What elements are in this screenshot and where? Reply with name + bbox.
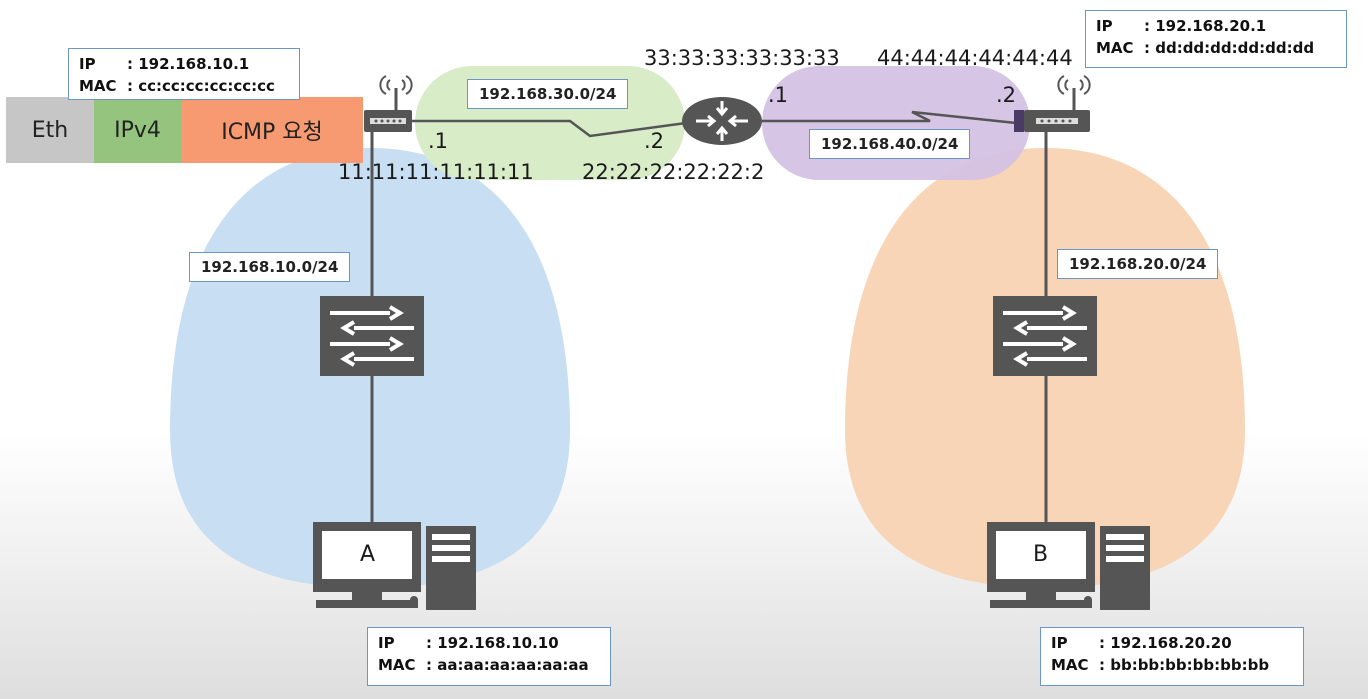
wifi-router-icon bbox=[364, 75, 413, 132]
network-label-20: 192.168.20.0/24 bbox=[1057, 249, 1219, 279]
core-router-icon bbox=[682, 97, 762, 145]
r3-mac: 44:44:44:44:44:44 bbox=[877, 46, 1073, 70]
mac-label: MAC bbox=[1096, 39, 1134, 57]
ip-label: IP bbox=[79, 55, 96, 73]
r1-mac: 11:11:11:11:11:11 bbox=[338, 160, 534, 184]
switch-icon bbox=[320, 296, 424, 376]
mac-value: : dd:dd:dd:dd:dd:dd bbox=[1144, 39, 1315, 57]
mac-label: MAC bbox=[79, 77, 117, 95]
mac-value: : cc:cc:cc:cc:cc:cc bbox=[127, 77, 275, 95]
network-label-10: 192.168.10.0/24 bbox=[189, 252, 351, 282]
host-a-label: A bbox=[360, 542, 376, 567]
link-serial-30 bbox=[412, 119, 687, 138]
mac-label: MAC bbox=[1051, 656, 1089, 674]
switch-icon bbox=[993, 296, 1097, 376]
r2-left-suffix: .2 bbox=[644, 129, 665, 153]
mac-label: MAC bbox=[378, 656, 416, 674]
r2-right-suffix: .1 bbox=[768, 83, 789, 107]
packet-ipv4-header: IPv4 bbox=[94, 97, 181, 163]
link-serial-40 bbox=[760, 110, 1017, 125]
router-left-info: IP : 192.168.10.1 MAC : cc:cc:cc:cc:cc:cc bbox=[68, 48, 300, 100]
ip-value: : 192.168.10.10 bbox=[426, 634, 559, 652]
r1-if-suffix: .1 bbox=[428, 129, 449, 153]
network-label-40: 192.168.40.0/24 bbox=[809, 129, 971, 159]
ip-label: IP bbox=[1096, 17, 1113, 35]
packet-eth-header: Eth bbox=[6, 97, 94, 163]
packet-headers: Eth IPv4 ICMP 요청 bbox=[6, 97, 363, 163]
router-right-info: IP : 192.168.20.1 MAC : dd:dd:dd:dd:dd:dd bbox=[1085, 10, 1347, 68]
ip-value: : 192.168.20.1 bbox=[1144, 17, 1267, 35]
tower-icon bbox=[1084, 526, 1150, 610]
computer-icon bbox=[313, 522, 421, 608]
mac-value: : aa:aa:aa:aa:aa:aa bbox=[426, 656, 589, 674]
r2-right-mac: 33:33:33:33:33:33 bbox=[644, 46, 840, 70]
ip-value: : 192.168.10.1 bbox=[127, 55, 250, 73]
r2-left-mac: 22:22:22:22:22:2 bbox=[582, 160, 765, 184]
mac-value: : bb:bb:bb:bb:bb:bb bbox=[1099, 656, 1270, 674]
packet-icmp-payload: ICMP 요청 bbox=[181, 97, 363, 163]
ip-label: IP bbox=[378, 634, 395, 652]
computer-icon bbox=[987, 522, 1095, 608]
host-b-label: B bbox=[1033, 542, 1049, 567]
host-b-info: IP : 192.168.20.20 MAC : bb:bb:bb:bb:bb:bb bbox=[1040, 627, 1304, 686]
wifi-router-icon bbox=[1014, 75, 1091, 132]
tower-icon bbox=[410, 526, 476, 610]
zone-192-168-40 bbox=[762, 66, 1030, 180]
ip-label: IP bbox=[1051, 634, 1068, 652]
ip-value: : 192.168.20.20 bbox=[1099, 634, 1232, 652]
network-label-30: 192.168.30.0/24 bbox=[467, 79, 629, 109]
r3-if-suffix: .2 bbox=[996, 83, 1017, 107]
host-a-info: IP : 192.168.10.10 MAC : aa:aa:aa:aa:aa:aa bbox=[367, 627, 611, 686]
